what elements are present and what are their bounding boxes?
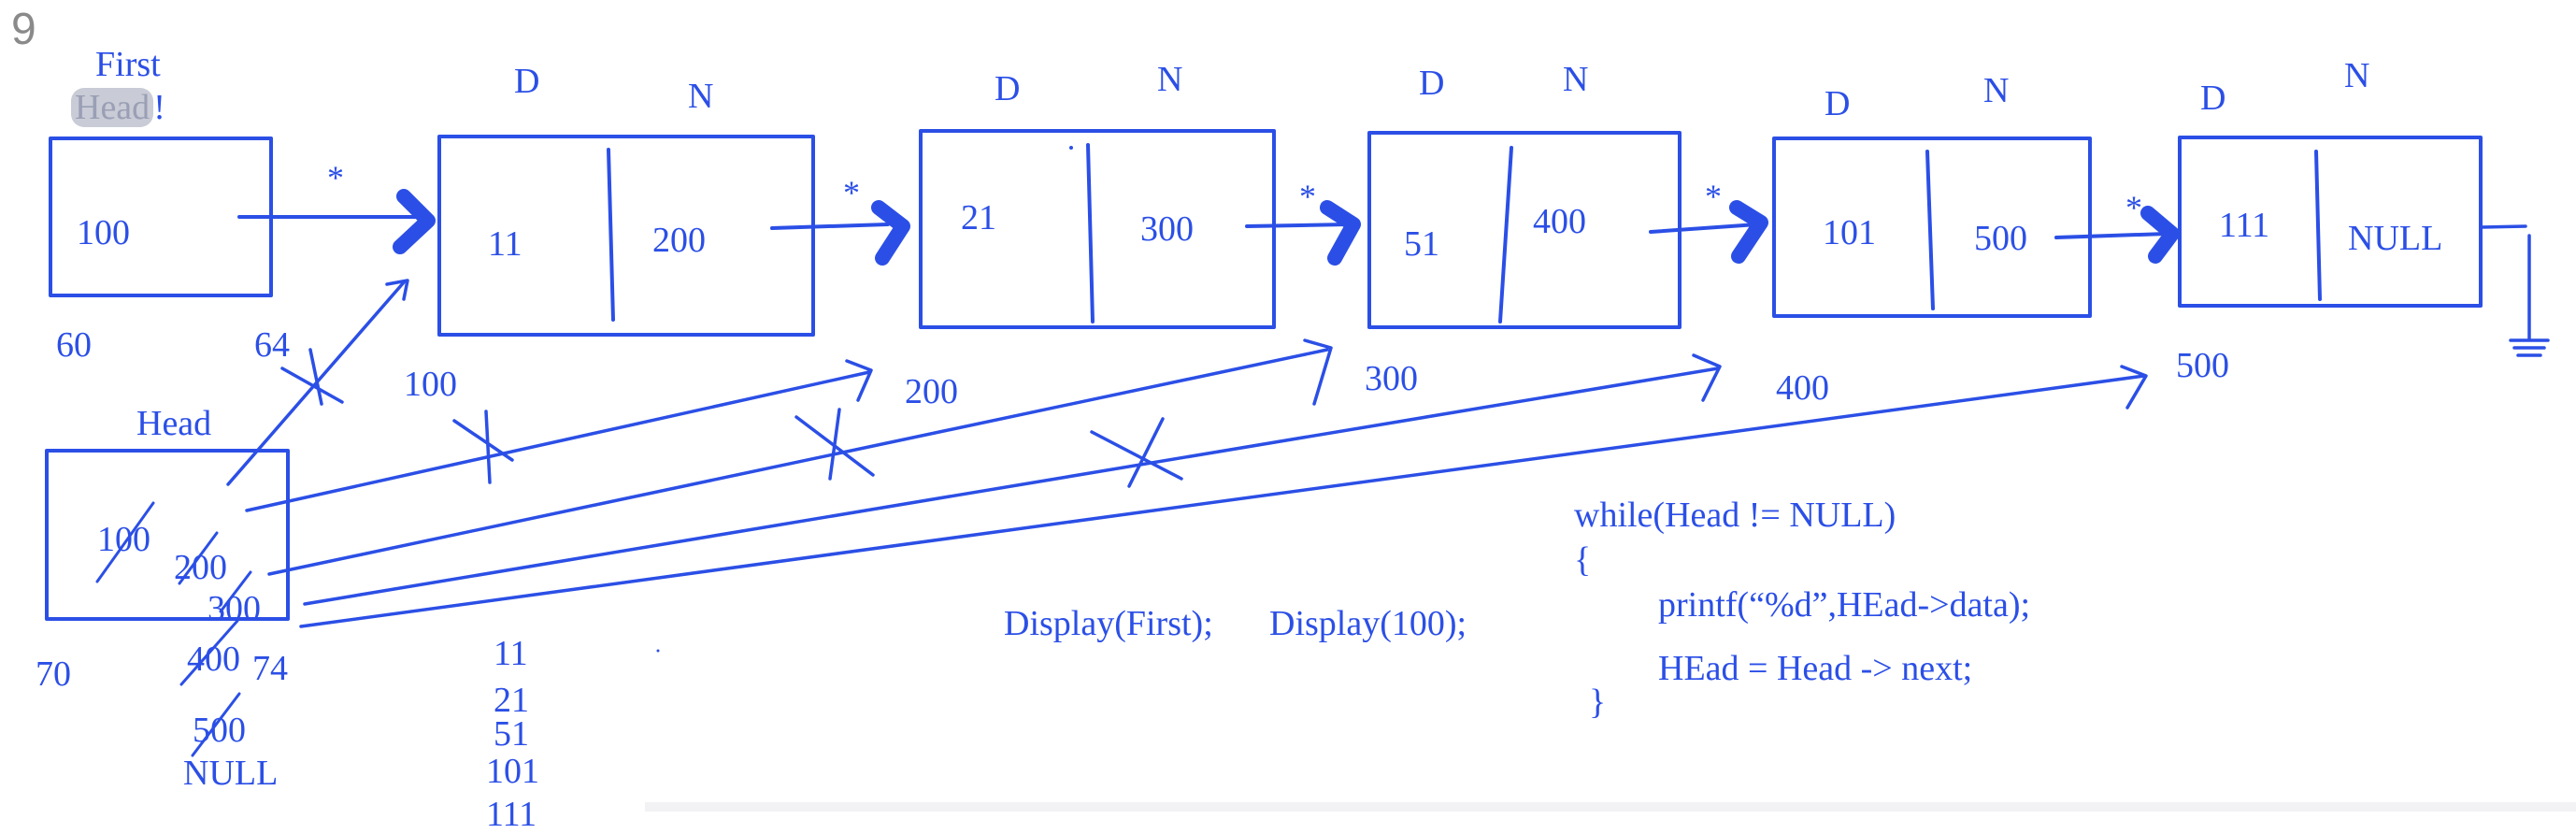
node5-d-label: D xyxy=(2200,79,2226,118)
node-box-1 xyxy=(437,135,815,337)
node2-next: 300 xyxy=(1140,209,1194,249)
head-value-6: NULL xyxy=(183,754,279,793)
arrowhead-2 xyxy=(871,200,910,266)
head-addr-left: 70 xyxy=(36,654,71,694)
linked-list-diagram xyxy=(45,129,2550,757)
node5-address: 500 xyxy=(2176,346,2229,385)
node1-address: 100 xyxy=(404,365,457,404)
node4-address: 400 xyxy=(1776,368,1829,408)
first-label: First xyxy=(95,45,161,84)
node-divider-4 xyxy=(1925,150,1935,310)
head-addr-right: 74 xyxy=(252,649,288,688)
output-value-4: 101 xyxy=(486,752,539,791)
node1-d-label: D xyxy=(514,62,540,101)
link-marker-4: * xyxy=(1705,178,1722,215)
node5-next: NULL xyxy=(2348,219,2443,258)
node-box-5 xyxy=(2178,136,2483,308)
head-value-3: 300 xyxy=(208,589,261,628)
output-value-2: 21 xyxy=(494,681,529,720)
null-ground-icon xyxy=(2479,224,2550,357)
node1-data: 11 xyxy=(488,224,522,264)
node1-next: 200 xyxy=(652,221,706,260)
node2-n-label: N xyxy=(1157,60,1183,99)
head-value-4: 400 xyxy=(187,640,240,679)
node2-d-label: D xyxy=(995,69,1021,108)
node-divider-5 xyxy=(2314,150,2322,301)
first-pointer-value: 100 xyxy=(77,213,130,252)
node5-n-label: N xyxy=(2344,56,2370,95)
page-number: 9 xyxy=(11,5,36,54)
arrowhead-5 xyxy=(2140,206,2180,264)
node5-data: 111 xyxy=(2219,206,2270,245)
first-addr-left: 60 xyxy=(56,325,92,365)
arrowhead-4 xyxy=(1729,200,1768,264)
code-line-1: while(Head != NULL) xyxy=(1574,496,1896,535)
head-pointer-box xyxy=(45,449,290,621)
output-value-1: 11 xyxy=(494,634,528,673)
code-line-5: } xyxy=(1589,683,1607,722)
link-marker-5: * xyxy=(2125,189,2142,226)
node4-d-label: D xyxy=(1825,84,1851,123)
node3-d-label: D xyxy=(1419,64,1445,103)
code-line-4: HEad = Head -> next; xyxy=(1658,649,1973,688)
node-divider-1 xyxy=(607,148,615,322)
output-value-3: 51 xyxy=(494,714,529,754)
code-line-2: { xyxy=(1574,540,1592,580)
first-addr-right: 64 xyxy=(254,325,290,365)
page-edge-shade xyxy=(645,802,2576,812)
code-line-3: printf(“%d”,HEad->data); xyxy=(1658,585,2031,625)
node2-data: 21 xyxy=(961,198,996,237)
node-box-2 xyxy=(919,129,1276,329)
node-divider-3 xyxy=(1498,146,1513,324)
arrowhead-1 xyxy=(393,189,436,254)
node4-data: 101 xyxy=(1823,213,1876,252)
head-value-1: 100 xyxy=(97,520,150,559)
node-divider-2 xyxy=(1086,143,1095,324)
node-box-4 xyxy=(1772,137,2092,318)
node2-address: 200 xyxy=(905,372,958,411)
link-marker-2: * xyxy=(843,174,860,211)
output-value-5: 111 xyxy=(486,795,537,834)
display-call-100: Display(100); xyxy=(1269,604,1467,643)
head-label-erased: Head! xyxy=(71,88,165,127)
head-value-2: 200 xyxy=(174,548,227,587)
head-label: Head xyxy=(136,404,212,443)
arrowhead-3 xyxy=(1320,200,1361,266)
node3-n-label: N xyxy=(1563,60,1589,99)
node3-next: 400 xyxy=(1533,202,1586,241)
node4-next: 500 xyxy=(1974,219,2027,258)
node1-n-label: N xyxy=(688,77,714,116)
node3-address: 300 xyxy=(1365,359,1418,398)
node4-n-label: N xyxy=(1983,71,2010,110)
node3-data: 51 xyxy=(1404,224,1439,264)
link-marker-1: * xyxy=(327,159,344,196)
display-call-first: Display(First); xyxy=(1004,604,1213,643)
head-value-5: 500 xyxy=(193,711,246,750)
link-marker-3: * xyxy=(1299,178,1316,215)
